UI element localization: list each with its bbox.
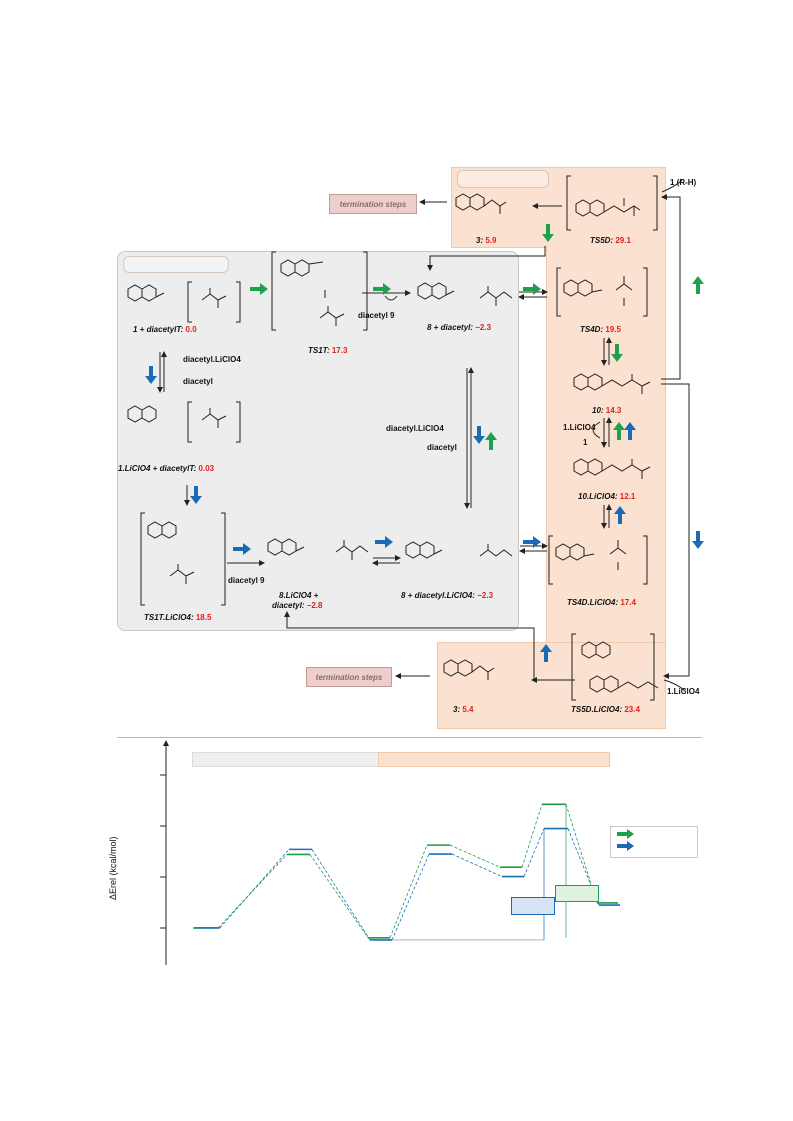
- termination-steps-top: termination steps: [329, 194, 417, 214]
- connector-s0-2: [389, 844, 428, 938]
- separator: [117, 737, 702, 738]
- connector-s0-0: [217, 854, 288, 929]
- reagent-liclo4-bottom: 1.LiClO4: [667, 687, 700, 696]
- label-c10li: 10.LiClO4: 12.1: [578, 492, 636, 501]
- reagent-liclo4: 1.LiClO4: [563, 423, 596, 432]
- reagent-diacetyl-liclo4: diacetyl.LiClO4: [183, 355, 241, 364]
- label-p8: 8 + diacetyl: −2.3: [427, 323, 492, 332]
- connector-s0-1: [309, 854, 369, 939]
- chart-band-pink: [378, 752, 610, 767]
- label-p8dli: 8 + diacetyl.LiClO4: −2.3: [401, 591, 494, 600]
- label-ts1: TS1T: 17.3: [308, 346, 348, 355]
- label-p8li-2: diacetyl: −2.8: [272, 601, 323, 610]
- panel-tag: [457, 170, 549, 188]
- label-ts5: TS5D: 29.1: [590, 236, 631, 245]
- energy-profile-chart: [160, 740, 620, 965]
- connector-s1-5: [567, 828, 600, 906]
- label-ts4: TS4D: 19.5: [580, 325, 621, 334]
- reagent-1-rh: 1 (R-H): [670, 178, 697, 187]
- colored-arrows: [145, 224, 704, 662]
- label-ts4li: TS4D.LiClO4: 17.4: [567, 598, 636, 607]
- connector-s1-2: [391, 853, 430, 941]
- reagent-diacetyl-liclo4-2: diacetyl.LiClO4: [386, 424, 444, 433]
- label-c10: 10: 14.3: [592, 406, 622, 415]
- barrier-box-green: [555, 885, 599, 902]
- reagent-diacetyl-9-li: diacetyl 9: [228, 576, 265, 585]
- label-1liclo4: 1.LiClO4 + diacetylT: 0.03: [118, 464, 215, 473]
- panel-tag: [123, 256, 229, 273]
- reagent-1: 1: [583, 438, 588, 447]
- label-p3-bottom: 3: 5.4: [453, 705, 474, 714]
- legend-blue-arrow: [617, 841, 634, 851]
- connector-s1-1: [311, 849, 371, 941]
- connector-s1-4: [523, 828, 545, 877]
- label-ts1li: TS1T.LiClO4: 18.5: [144, 613, 212, 622]
- label-start: 1 + diacetylT: 0.0: [133, 325, 197, 334]
- proton-transfer-panel: [117, 251, 519, 631]
- reagent-diacetyl: diacetyl: [183, 377, 213, 386]
- label-p8li-1: 8.LiClO4 +: [279, 591, 319, 600]
- connector-s1-3: [451, 853, 503, 877]
- aldol-panel-bottom: [437, 642, 666, 729]
- legend-green-arrow: [617, 829, 634, 839]
- y-axis-label: ΔErel (kcal/mol): [108, 836, 118, 900]
- label-p3-top: 3: 5.9: [476, 236, 497, 245]
- connector-s0-3: [449, 844, 501, 868]
- connector-s1-0: [219, 849, 290, 929]
- reagent-diacetyl-9: diacetyl 9: [358, 311, 395, 320]
- barrier-box-blue: [511, 897, 555, 915]
- label-ts5li: TS5D.LiClO4: 23.4: [571, 705, 640, 714]
- connector-s0-4: [521, 804, 543, 868]
- legend: [610, 826, 698, 858]
- reagent-diacetyl-2: diacetyl: [427, 443, 457, 452]
- termination-steps-bottom: termination steps: [306, 667, 392, 687]
- reaction-scheme-drawing: [127, 175, 704, 701]
